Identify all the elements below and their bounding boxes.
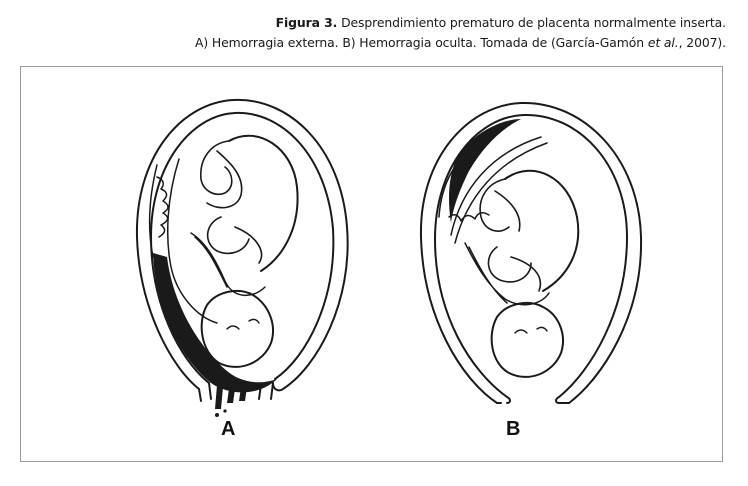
panel-a-fetus-head xyxy=(200,289,274,368)
caption-line-2: A) Hemorragia externa. B) Hemorragia ocu… xyxy=(26,33,726,53)
panel-b-uterus-inner xyxy=(434,113,628,398)
panel-b-membrane xyxy=(450,136,548,244)
panel-a-drawing xyxy=(135,98,349,417)
panel-a-fetus-back xyxy=(228,134,299,272)
panel-a-fetus-legs xyxy=(200,140,243,209)
panel-b-fetus-ear xyxy=(514,326,548,334)
caption-citation-end: , 2007). xyxy=(678,35,726,50)
panel-b-fetus-arm xyxy=(487,246,542,292)
caption-title: Desprendimiento prematuro de placenta no… xyxy=(341,15,726,30)
panel-b-cord xyxy=(464,242,550,306)
panel-a-cervix-left xyxy=(198,382,212,402)
panel-b-label: B xyxy=(506,418,521,440)
caption-et-al: et al. xyxy=(647,35,679,50)
panel-a-uterus-outer xyxy=(135,98,349,392)
panel-a-hemorrhage-drip xyxy=(215,385,247,409)
panel-b-placenta xyxy=(438,142,490,222)
figure-frame: A B xyxy=(20,66,723,462)
panel-a-placenta xyxy=(148,164,169,258)
panel-a-blood-drop-1 xyxy=(215,413,219,417)
panel-b-drawing xyxy=(419,101,643,404)
figure-illustration xyxy=(135,98,643,417)
panel-a-cord xyxy=(190,232,266,296)
caption-line-1: Figura 3. Desprendimiento prematuro de p… xyxy=(26,13,727,33)
panel-b-fetus-legs xyxy=(479,178,521,232)
panel-a-membrane xyxy=(166,158,218,324)
panel-b-hidden-hemorrhage xyxy=(449,119,521,223)
panel-b-uterus-outer xyxy=(419,101,643,404)
caption-subtitle: A) Hemorragia externa. B) Hemorragia ocu… xyxy=(194,35,648,50)
panel-b-cervix-left xyxy=(496,396,511,404)
panel-a-hemorrhage-pool xyxy=(153,253,277,393)
panel-b-fetus-head xyxy=(490,301,564,378)
panel-a-blood-drop-2 xyxy=(223,409,227,413)
panel-b-fetus-back xyxy=(504,169,580,292)
figure-caption: Figura 3. Desprendimiento prematuro de p… xyxy=(26,13,726,53)
panel-a-fetus-arm xyxy=(206,216,263,264)
panel-a-uterus-inner xyxy=(150,111,335,384)
panel-b-cervix-right xyxy=(555,396,570,404)
panel-a-label: A xyxy=(221,418,236,440)
figure-label: Figura 3. xyxy=(275,15,338,30)
panel-a-blood-drop-3 xyxy=(217,405,221,409)
panel-a-fetus-ear xyxy=(226,318,260,330)
